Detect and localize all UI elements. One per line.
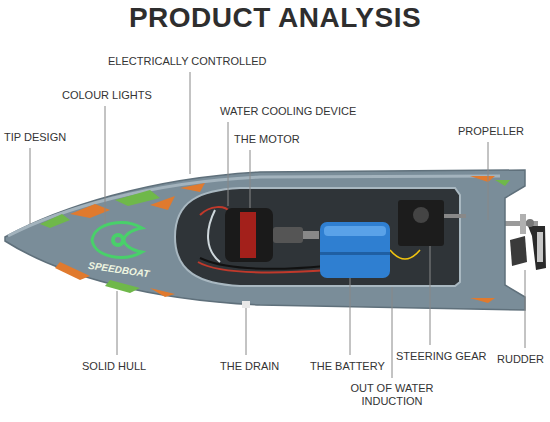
part-label: TIP DESIGN	[4, 131, 66, 144]
leader-lines	[30, 72, 525, 378]
part-label: ELECTRICALLY CONTROLLED	[108, 55, 267, 68]
cockpit	[175, 188, 460, 286]
part-label: COLOUR LIGHTS	[62, 89, 152, 102]
colour-light-logo	[92, 223, 142, 258]
part-label: STEERING GEAR	[396, 350, 486, 363]
part-label: THE MOTOR	[234, 133, 300, 146]
part-label: THE DRAIN	[220, 360, 279, 373]
motor	[225, 208, 319, 262]
hull-paint	[40, 176, 510, 303]
part-label: WATER COOLING DEVICE	[220, 105, 356, 118]
boat-hull	[5, 170, 525, 310]
battery	[320, 222, 390, 278]
part-label: RUDDER	[497, 353, 544, 366]
part-label: THE BATTERY	[310, 360, 385, 373]
drain	[242, 301, 250, 308]
steering-gear	[398, 200, 466, 246]
part-label: OUT OF WATER INDUCTION	[350, 382, 434, 408]
part-label: SOLID HULL	[82, 360, 146, 373]
part-label: PROPELLER	[458, 125, 524, 138]
title: PRODUCT ANALYSIS	[0, 2, 550, 34]
